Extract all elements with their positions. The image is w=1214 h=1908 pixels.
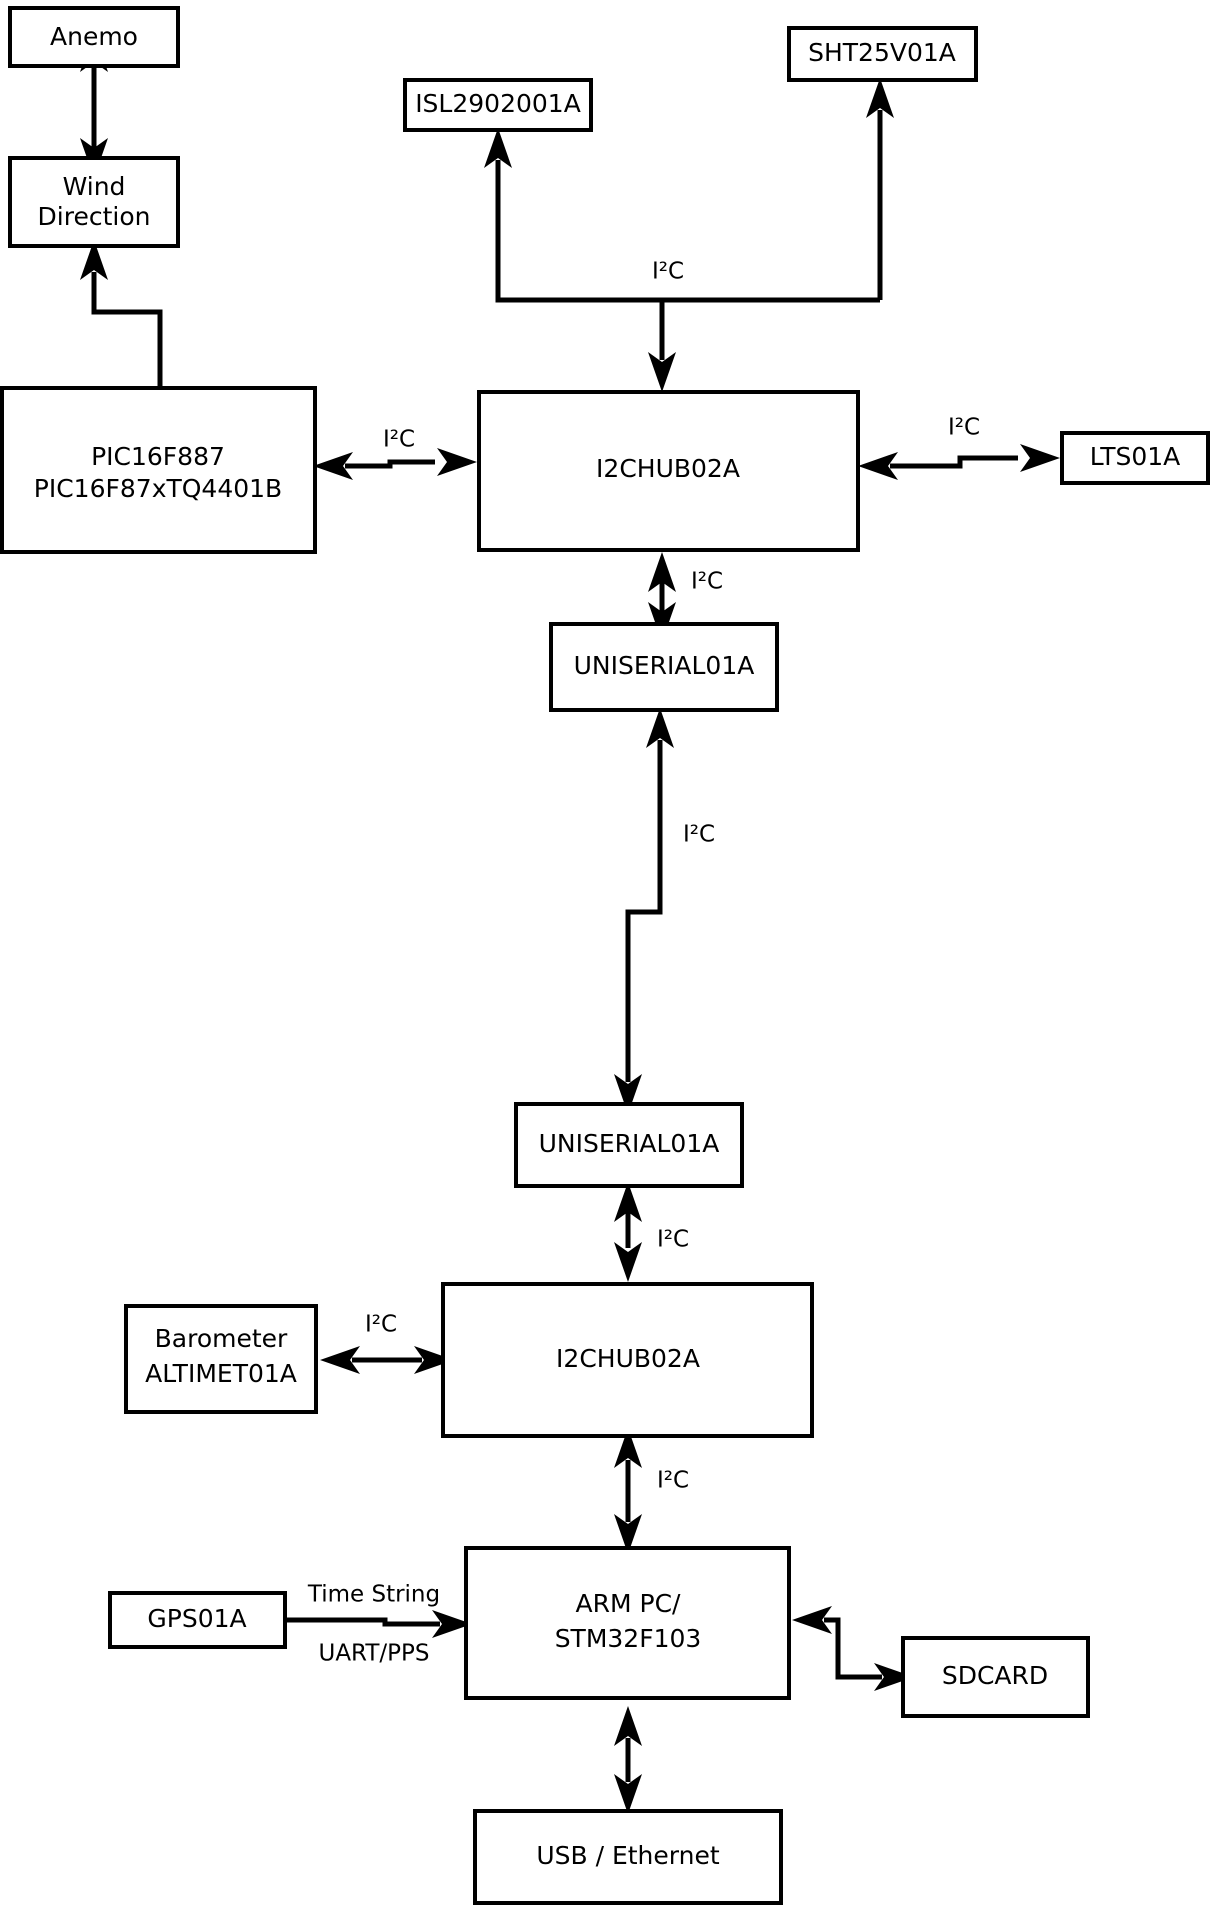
node-barometer-altimet01a[interactable]: Barometer ALTIMET01A (124, 1304, 318, 1414)
node-uniserial01a-top[interactable]: UNISERIAL01A (549, 622, 779, 712)
edge-hubbot-arm (614, 1428, 642, 1554)
arrowhead-right (437, 448, 477, 476)
arrowhead-up (648, 552, 676, 592)
edge-arm-sdcard (792, 1606, 914, 1691)
node-wind-direction-label-line1: Wind (63, 172, 126, 201)
edge-gps-arm (286, 1610, 472, 1638)
edge-pic-wind (80, 240, 163, 390)
edge-label-uniserialbot-hubbot-i2c: I²C (657, 1227, 689, 1253)
node-barometer-label-line2: ALTIMET01A (145, 1359, 297, 1388)
node-gps01a-label: GPS01A (147, 1604, 246, 1633)
arrowhead-right (874, 1663, 914, 1691)
node-usb-ethernet[interactable]: USB / Ethernet (473, 1809, 783, 1905)
arrowhead-right (414, 1346, 454, 1374)
node-i2chub02a-top-label: I2CHUB02A (596, 454, 740, 483)
node-sht25v01a-label: SHT25V01A (808, 38, 956, 67)
node-i2chub02a-top[interactable]: I2CHUB02A (477, 390, 860, 552)
node-arm-pc-label-line1: ARM PC/ (576, 1589, 682, 1618)
edge-label-uniserial-link-i2c: I²C (683, 822, 715, 848)
edge-label-gps-arm-time-string: Time String (307, 1582, 440, 1608)
edge-label-hubbot-arm-i2c: I²C (657, 1468, 689, 1494)
node-sht25v01a-box[interactable] (787, 26, 978, 82)
node-i2chub02a-top-box[interactable] (477, 390, 860, 552)
node-pic16f887-label-line2: PIC16F87xTQ4401B (34, 474, 282, 503)
arrowhead-left (792, 1606, 832, 1634)
node-usb-ethernet-label: USB / Ethernet (536, 1841, 720, 1870)
edge-pic-hubtop (313, 448, 477, 480)
node-isl2902001a-box[interactable] (403, 78, 593, 132)
arrowhead-left (320, 1346, 360, 1374)
node-arm-pc-box[interactable] (464, 1546, 791, 1700)
edge-hubtop-isl (484, 128, 880, 303)
edge-label-hubtop-bus-i2c: I²C (652, 259, 684, 285)
edge-arm-usb (614, 1706, 642, 1814)
node-barometer-label-line1: Barometer (155, 1324, 288, 1353)
node-lts01a-label: LTS01A (1090, 442, 1181, 471)
edge-barometer-hubbot (320, 1346, 454, 1374)
node-uniserial01a-bottom-box[interactable] (514, 1102, 744, 1188)
node-wind-direction-label-line2: Direction (38, 202, 151, 231)
node-anemo[interactable]: Anemo (8, 6, 180, 68)
arrowhead-left (313, 452, 353, 480)
node-lts01a-box[interactable] (1060, 431, 1210, 485)
node-uniserial01a-top-box[interactable] (549, 622, 779, 712)
node-sht25v01a[interactable]: SHT25V01A (787, 26, 978, 82)
arrowhead-down (614, 1514, 642, 1554)
arrowhead-down (614, 1242, 642, 1282)
node-isl2902001a-label: ISL2902001A (415, 89, 581, 118)
node-i2chub02a-bottom-box[interactable] (441, 1282, 814, 1438)
arrowhead-down (648, 352, 676, 392)
node-isl2902001a[interactable]: ISL2902001A (403, 78, 593, 132)
node-uniserial01a-bottom[interactable]: UNISERIAL01A (514, 1102, 744, 1188)
node-wind-direction[interactable]: Wind Direction (8, 156, 180, 248)
node-sdcard-label: SDCARD (942, 1661, 1048, 1690)
arrowhead-up (614, 1182, 642, 1222)
edge-hubtop-lts (858, 444, 1060, 480)
arrowhead-right (1020, 444, 1060, 472)
node-lts01a[interactable]: LTS01A (1060, 431, 1210, 485)
node-pic16f887-box[interactable] (0, 386, 317, 554)
node-i2chub02a-bottom[interactable]: I2CHUB02A (441, 1282, 814, 1438)
edge-uniserialbot-hubbot (614, 1182, 642, 1282)
arrowhead-down (614, 1774, 642, 1814)
node-i2chub02a-bottom-label: I2CHUB02A (556, 1344, 700, 1373)
node-uniserial01a-bottom-label: UNISERIAL01A (539, 1129, 720, 1158)
node-gps01a[interactable]: GPS01A (108, 1591, 287, 1649)
arrowhead-left (858, 452, 898, 480)
arrowhead-up (80, 240, 108, 280)
arrowhead-up (646, 708, 674, 748)
arrowhead-up (614, 1428, 642, 1468)
node-pic16f887[interactable]: PIC16F887 PIC16F87xTQ4401B (0, 386, 317, 554)
arrowhead-right (432, 1610, 472, 1638)
node-gps01a-box[interactable] (108, 1591, 287, 1649)
edge-label-hubtop-lts-i2c: I²C (948, 415, 980, 441)
node-arm-pc[interactable]: ARM PC/ STM32F103 (464, 1546, 791, 1700)
arrowhead-up (484, 128, 512, 168)
arrowhead-down (614, 1074, 642, 1114)
node-arm-pc-label-line2: STM32F103 (555, 1624, 702, 1653)
edge-hubtop-bus (648, 300, 676, 392)
node-wind-direction-box[interactable] (8, 156, 180, 248)
edge-label-gps-arm-uart-pps: UART/PPS (318, 1641, 429, 1667)
edge-label-pic-hubtop-i2c: I²C (383, 427, 415, 453)
node-sdcard[interactable]: SDCARD (901, 1636, 1090, 1718)
node-usb-ethernet-box[interactable] (473, 1809, 783, 1905)
arrowhead-up (866, 78, 894, 118)
node-sdcard-box[interactable] (901, 1636, 1090, 1718)
edge-hubtop-sht (866, 78, 894, 300)
node-barometer-altimet01a-box[interactable] (124, 1304, 318, 1414)
edge-uniserialtop-uniserialbot (614, 708, 674, 1114)
edge-label-barometer-hubbot-i2c: I²C (365, 1312, 397, 1338)
node-uniserial01a-top-label: UNISERIAL01A (574, 651, 755, 680)
node-anemo-label: Anemo (50, 22, 138, 51)
node-anemo-box[interactable] (8, 6, 180, 68)
arrowhead-up (614, 1706, 642, 1746)
edge-label-hubtop-uniserialtop-i2c: I²C (691, 569, 723, 595)
node-pic16f887-label-line1: PIC16F887 (91, 442, 225, 471)
